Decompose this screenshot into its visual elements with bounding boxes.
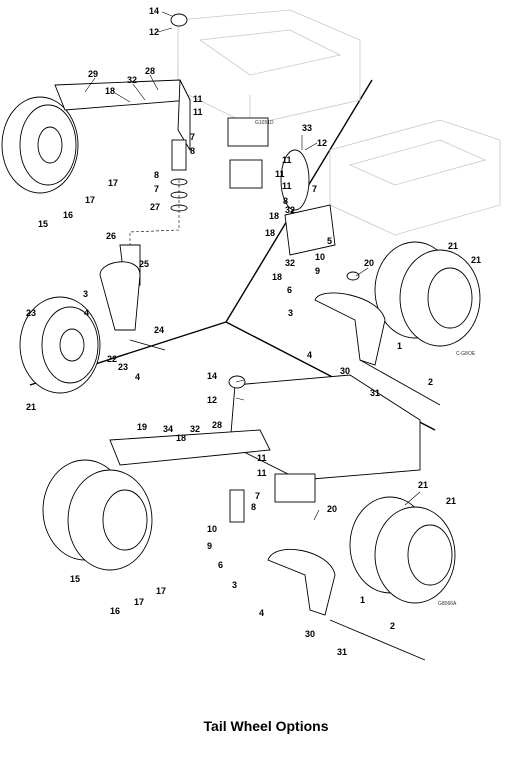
- callout: 21: [446, 496, 456, 506]
- callout: 9: [207, 541, 212, 551]
- callout: 11: [282, 155, 292, 165]
- callout: 7: [312, 184, 317, 194]
- callout: 4: [259, 608, 264, 618]
- callout: 18: [269, 211, 279, 221]
- callout: 11: [193, 94, 203, 104]
- callout: 11: [257, 453, 267, 463]
- callout: 17: [134, 597, 144, 607]
- callout: 33: [302, 123, 312, 133]
- callout: 11: [275, 169, 285, 179]
- callout: 17: [108, 178, 118, 188]
- callout: 19: [137, 422, 147, 432]
- callout: 4: [135, 372, 140, 382]
- callout: 18: [105, 86, 115, 96]
- callout: 32: [190, 424, 200, 434]
- callout: 7: [154, 184, 159, 194]
- callout: 34: [163, 424, 173, 434]
- frame-ghost-top: [177, 9, 361, 126]
- callouts-top-left: 14 12 29 32 28 18 11 11 7 8 8 7 27 17 17…: [26, 6, 274, 412]
- callout: 26: [106, 231, 116, 241]
- callout: 7: [255, 491, 260, 501]
- callout: 10: [207, 524, 217, 534]
- callout: 8: [283, 196, 288, 206]
- callout: 31: [337, 647, 347, 657]
- callout: 12: [317, 138, 327, 148]
- callout: 25: [139, 259, 149, 269]
- callout: 30: [340, 366, 350, 376]
- callout: 15: [38, 219, 48, 229]
- callout: 6: [218, 560, 223, 570]
- drawing-ref: G1051D: [255, 120, 274, 126]
- callout: 10: [315, 252, 325, 262]
- callout: 27: [150, 202, 160, 212]
- callout: 18: [272, 272, 282, 282]
- callout: 28: [212, 420, 222, 430]
- callout: 8: [251, 502, 256, 512]
- callout: 23: [118, 362, 128, 372]
- callout: 22: [107, 354, 117, 364]
- callout: 12: [149, 27, 159, 37]
- top-right-assembly: [229, 149, 481, 406]
- callout: 3: [288, 308, 293, 318]
- callout: 8: [154, 170, 159, 180]
- callout: 6: [287, 285, 292, 295]
- callout: 2: [428, 377, 433, 387]
- callout: 17: [85, 195, 95, 205]
- frame-ghost-right: [329, 119, 501, 236]
- callout: 11: [257, 468, 267, 478]
- drawing-ref: C-G8OE: [456, 351, 476, 357]
- callouts-top-right: 33 12 11 11 11 7 8 32 18 18 5 10 9 6 20 …: [265, 123, 481, 398]
- callout: 31: [370, 388, 380, 398]
- callout: 11: [193, 107, 203, 117]
- callout: 11: [282, 181, 292, 191]
- callout: 2: [390, 621, 395, 631]
- callout: 5: [327, 236, 332, 246]
- callout: 20: [327, 504, 337, 514]
- callout: 1: [360, 595, 365, 605]
- callout: 1: [397, 341, 402, 351]
- parts-diagram: 14 12 29 32 28 18 11 11 7 8 8 7 27 17 17…: [1, 6, 501, 661]
- callout: 7: [190, 132, 195, 142]
- callouts-bottom: 14 12 19 34 18 32 28 11 11 7 8 10 9 6 15…: [70, 371, 457, 657]
- callout: 18: [176, 433, 186, 443]
- callout: 9: [315, 266, 320, 276]
- callout: 16: [110, 606, 120, 616]
- callout: 3: [83, 289, 88, 299]
- top-left-assembly: [1, 13, 269, 394]
- callout: 15: [70, 574, 80, 584]
- callout: 21: [26, 402, 36, 412]
- callout: 29: [88, 69, 98, 79]
- callout: 4: [307, 350, 312, 360]
- callout: 28: [145, 66, 155, 76]
- callout: 14: [207, 371, 217, 381]
- callout: 16: [63, 210, 73, 220]
- callout: 17: [156, 586, 166, 596]
- callout: 21: [448, 241, 458, 251]
- drawing-ref: G8066A: [438, 601, 457, 607]
- callout: 20: [364, 258, 374, 268]
- callout: 23: [26, 308, 36, 318]
- callout: 24: [154, 325, 164, 335]
- callout: 32: [285, 205, 295, 215]
- figure-caption: Tail Wheel Options: [203, 718, 329, 734]
- callout: 4: [84, 308, 89, 318]
- callout: 18: [265, 228, 275, 238]
- callout: 30: [305, 629, 315, 639]
- callout: 32: [285, 258, 295, 268]
- callout: 21: [418, 480, 428, 490]
- callout: 21: [471, 255, 481, 265]
- callout: 32: [127, 75, 137, 85]
- callout: 3: [232, 580, 237, 590]
- bottom-assembly: [42, 374, 456, 661]
- callout: 12: [207, 395, 217, 405]
- callout-leaders: [84, 11, 421, 521]
- callout: 14: [149, 6, 159, 16]
- callout: 8: [190, 146, 195, 156]
